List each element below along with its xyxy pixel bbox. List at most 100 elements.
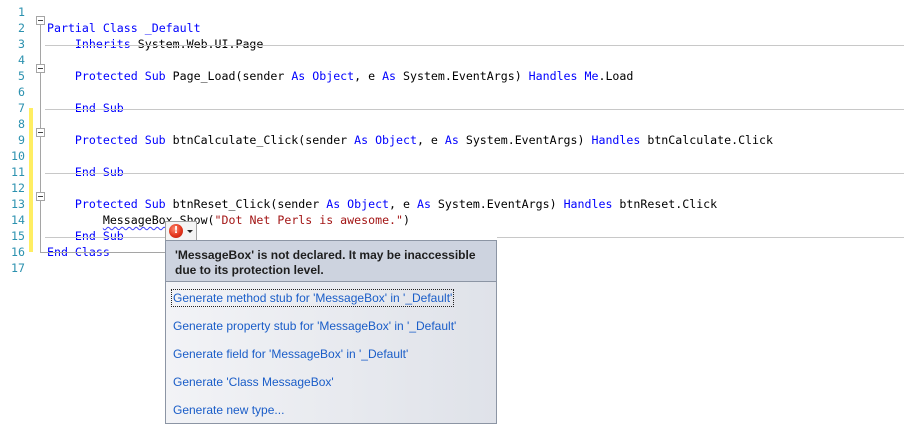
code-text: Protected Sub btnCalculate_Click(sender …: [47, 132, 773, 148]
error-icon: !: [169, 224, 183, 238]
code-line[interactable]: 6: [0, 84, 904, 100]
collapse-btnreset-icon[interactable]: [36, 192, 45, 201]
action-generate-new-type[interactable]: Generate new type...: [173, 403, 285, 417]
code-line[interactable]: 9 Protected Sub btnCalculate_Click(sende…: [0, 132, 904, 148]
line-number: 1: [18, 5, 25, 19]
line-number: 16: [11, 245, 25, 259]
code-token: As: [382, 69, 397, 83]
code-token: [47, 37, 75, 51]
line-number: 5: [18, 69, 25, 83]
code-token: System.EventArgs): [430, 197, 564, 211]
error-squiggle-token: MessageBox: [102, 213, 173, 227]
error-message: 'MessageBox' is not declared. It may be …: [166, 241, 496, 282]
line-number: 14: [11, 213, 25, 227]
code-token: btnReset_Click(sender: [165, 197, 327, 211]
collapse-page-load-icon[interactable]: [36, 64, 45, 73]
line-number: 13: [11, 197, 25, 211]
line-number: 9: [18, 133, 25, 147]
collapse-btncalculate-icon[interactable]: [36, 128, 45, 137]
action-generate-class[interactable]: Generate 'Class MessageBox': [173, 375, 334, 389]
code-token: As Object: [326, 197, 390, 211]
line-number: 3: [18, 37, 25, 51]
code-token: .Load: [598, 69, 634, 83]
code-line[interactable]: 10: [0, 148, 904, 164]
chevron-down-icon: [187, 230, 193, 233]
code-line[interactable]: 14 MessageBox.Show("Dot Net Perls is awe…: [0, 212, 904, 228]
code-token: End Sub: [74, 165, 124, 179]
outline-end-class: [40, 252, 165, 253]
code-text: End Sub: [47, 228, 124, 244]
code-text: Partial Class _Default: [47, 20, 201, 36]
code-token: [47, 197, 75, 211]
code-line[interactable]: 12: [0, 180, 904, 196]
code-token: As Object: [354, 133, 417, 147]
code-token: [47, 133, 75, 147]
line-number: 4: [18, 53, 25, 67]
action-generate-method-stub[interactable]: Generate method stub for 'MessageBox' in…: [170, 289, 455, 307]
method-separator: [45, 109, 904, 110]
code-line[interactable]: 7 End Sub: [0, 100, 904, 116]
collapse-class-icon[interactable]: [36, 16, 45, 25]
code-line[interactable]: 5 Protected Sub Page_Load(sender As Obje…: [0, 68, 904, 84]
code-line[interactable]: 2 Partial Class _Default: [0, 20, 904, 36]
code-token: , e: [389, 197, 417, 211]
code-line[interactable]: 3 Inherits System.Web.UI.Page: [0, 36, 904, 52]
code-line[interactable]: 4: [0, 52, 904, 68]
action-generate-property-stub[interactable]: Generate property stub for 'MessageBox' …: [173, 319, 457, 333]
code-token: Partial Class: [47, 21, 145, 35]
code-token: As: [444, 133, 459, 147]
code-token: [47, 213, 103, 227]
line-number: 6: [18, 85, 25, 99]
line-number: 17: [11, 261, 25, 275]
action-generate-field[interactable]: Generate field for 'MessageBox' in '_Def…: [173, 347, 409, 361]
line-number: 12: [11, 181, 25, 195]
smart-tag-button[interactable]: !: [165, 221, 197, 240]
code-line[interactable]: 15 End Sub: [0, 228, 904, 244]
code-token: , e: [416, 133, 445, 147]
code-token: Page_Load(sender: [165, 69, 292, 83]
code-token: Handles: [563, 197, 613, 211]
code-text: End Sub: [47, 100, 124, 116]
code-line[interactable]: 8: [0, 116, 904, 132]
code-line[interactable]: 1: [0, 4, 904, 20]
code-token: As Object: [291, 69, 355, 83]
method-separator: [45, 45, 904, 46]
code-token: ): [403, 213, 410, 227]
code-token: , e: [354, 69, 383, 83]
code-token: _Default: [144, 21, 201, 35]
line-number: 8: [18, 117, 25, 131]
code-token: [47, 165, 75, 179]
code-token: System.EventArgs): [396, 69, 529, 83]
code-text: MessageBox.Show("Dot Net Perls is awesom…: [47, 212, 410, 228]
code-token: Inherits: [74, 37, 131, 51]
code-text: Protected Sub Page_Load(sender As Object…: [47, 68, 633, 84]
code-token: System.Web.UI.Page: [130, 37, 264, 51]
code-token: Protected Sub: [74, 197, 166, 211]
code-line[interactable]: 17: [0, 260, 904, 276]
code-token: End Sub: [74, 101, 124, 115]
method-separator: [45, 173, 904, 174]
code-token: "Dot Net Perls is awesome.": [214, 213, 404, 227]
code-token: As: [416, 197, 431, 211]
code-token: btnCalculate.Click: [640, 133, 773, 147]
code-token: System.EventArgs): [458, 133, 592, 147]
error-correction-popup: 'MessageBox' is not declared. It may be …: [165, 240, 497, 424]
line-number: 11: [11, 165, 25, 179]
code-token: Protected Sub: [74, 133, 166, 147]
code-token: Handles: [591, 133, 641, 147]
code-token: Protected Sub: [74, 69, 166, 83]
code-line[interactable]: 13 Protected Sub btnReset_Click(sender A…: [0, 196, 904, 212]
code-text: End Sub: [47, 164, 124, 180]
code-line[interactable]: 11 End Sub: [0, 164, 904, 180]
line-number: 2: [18, 21, 25, 35]
code-token: [47, 229, 75, 243]
method-separator: [497, 237, 904, 238]
code-token: Handles Me: [528, 69, 599, 83]
code-token: btnCalculate_Click(sender: [165, 133, 355, 147]
code-token: End Sub: [74, 229, 124, 243]
code-token: btnReset.Click: [612, 197, 718, 211]
line-number: 7: [18, 101, 25, 115]
outline-guide: [40, 24, 41, 252]
code-text: Protected Sub btnReset_Click(sender As O…: [47, 196, 717, 212]
